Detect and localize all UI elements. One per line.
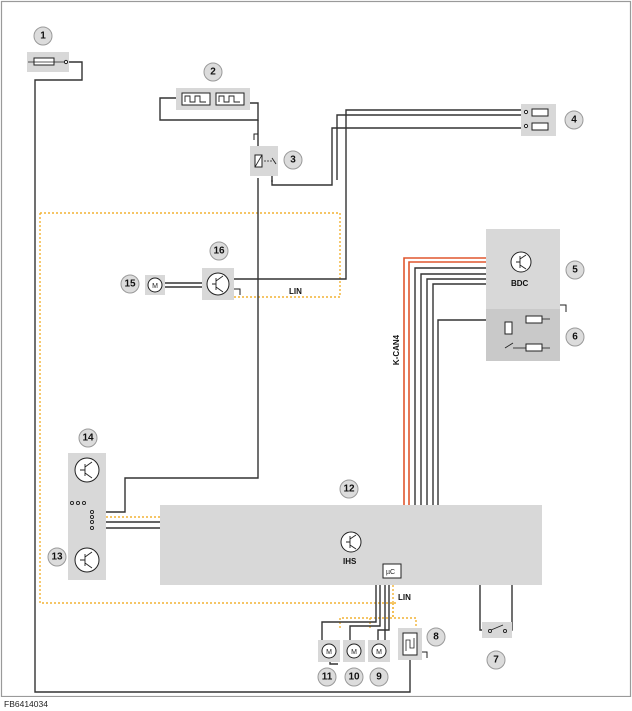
svg-text:2: 2 bbox=[210, 67, 216, 78]
svg-text:8: 8 bbox=[433, 632, 439, 643]
motor-10: M bbox=[343, 640, 365, 662]
bdc-label: BDC bbox=[511, 279, 529, 288]
motor-15-label: M bbox=[152, 283, 158, 290]
svg-text:13: 13 bbox=[51, 552, 63, 563]
component-16-sensor bbox=[202, 268, 241, 300]
svg-text:9: 9 bbox=[376, 672, 382, 683]
motor-11: M bbox=[318, 640, 340, 662]
component-3-relay bbox=[250, 133, 278, 176]
motor-11-label: M bbox=[326, 649, 332, 656]
microcontroller-label: µC bbox=[386, 569, 395, 576]
lin-label-top: LIN bbox=[289, 287, 302, 296]
svg-text:16: 16 bbox=[213, 246, 225, 257]
badge-10: 10 bbox=[344, 667, 364, 687]
badge-13: 13 bbox=[47, 547, 67, 567]
badge-12: 12 bbox=[339, 479, 359, 499]
svg-text:4: 4 bbox=[571, 115, 577, 126]
figure-id: FB6414034 bbox=[4, 699, 48, 709]
motor-9-label: M bbox=[376, 649, 382, 656]
svg-text:7: 7 bbox=[493, 655, 499, 666]
badge-16: 16 bbox=[209, 241, 229, 261]
component-8-module bbox=[398, 628, 428, 660]
badge-4: 4 bbox=[564, 110, 584, 130]
svg-text:1: 1 bbox=[40, 31, 46, 42]
wiring bbox=[34, 61, 524, 693]
badge-2: 2 bbox=[203, 62, 223, 82]
component-15-motor: M bbox=[145, 275, 165, 295]
badge-7: 7 bbox=[486, 650, 506, 670]
badge-11: 11 bbox=[317, 667, 337, 687]
badge-5: 5 bbox=[565, 260, 585, 280]
badge-3: 3 bbox=[283, 150, 303, 170]
component-2-antennas bbox=[176, 88, 250, 110]
svg-text:5: 5 bbox=[572, 265, 578, 276]
svg-text:3: 3 bbox=[290, 155, 296, 166]
k-can4-label: K-CAN4 bbox=[392, 334, 401, 365]
component-13-sensor bbox=[68, 498, 106, 580]
component-6-relay-fuses bbox=[486, 309, 560, 361]
svg-text:10: 10 bbox=[348, 672, 360, 683]
badge-9: 9 bbox=[369, 667, 389, 687]
component-12-ihs: IHS µC bbox=[160, 505, 542, 585]
component-7-switch bbox=[482, 622, 512, 638]
badge-8: 8 bbox=[426, 627, 446, 647]
motor-10-label: M bbox=[351, 649, 357, 656]
component-1-fuse bbox=[27, 52, 69, 72]
badge-6: 6 bbox=[565, 327, 585, 347]
badge-1: 1 bbox=[33, 26, 53, 46]
motor-9: M bbox=[368, 640, 390, 662]
svg-text:15: 15 bbox=[124, 279, 136, 290]
component-5-bdc: BDC bbox=[486, 229, 567, 312]
svg-text:12: 12 bbox=[343, 484, 355, 495]
badge-15: 15 bbox=[120, 274, 140, 294]
ihs-label: IHS bbox=[343, 557, 357, 566]
component-4-fuses bbox=[521, 104, 556, 136]
lin-label-bottom: LIN bbox=[398, 593, 411, 602]
k-can4-wires bbox=[403, 257, 486, 505]
svg-text:14: 14 bbox=[82, 433, 94, 444]
svg-text:6: 6 bbox=[572, 332, 578, 343]
badge-14: 14 bbox=[78, 428, 98, 448]
component-14-sensor bbox=[68, 453, 106, 498]
svg-text:11: 11 bbox=[322, 672, 333, 683]
